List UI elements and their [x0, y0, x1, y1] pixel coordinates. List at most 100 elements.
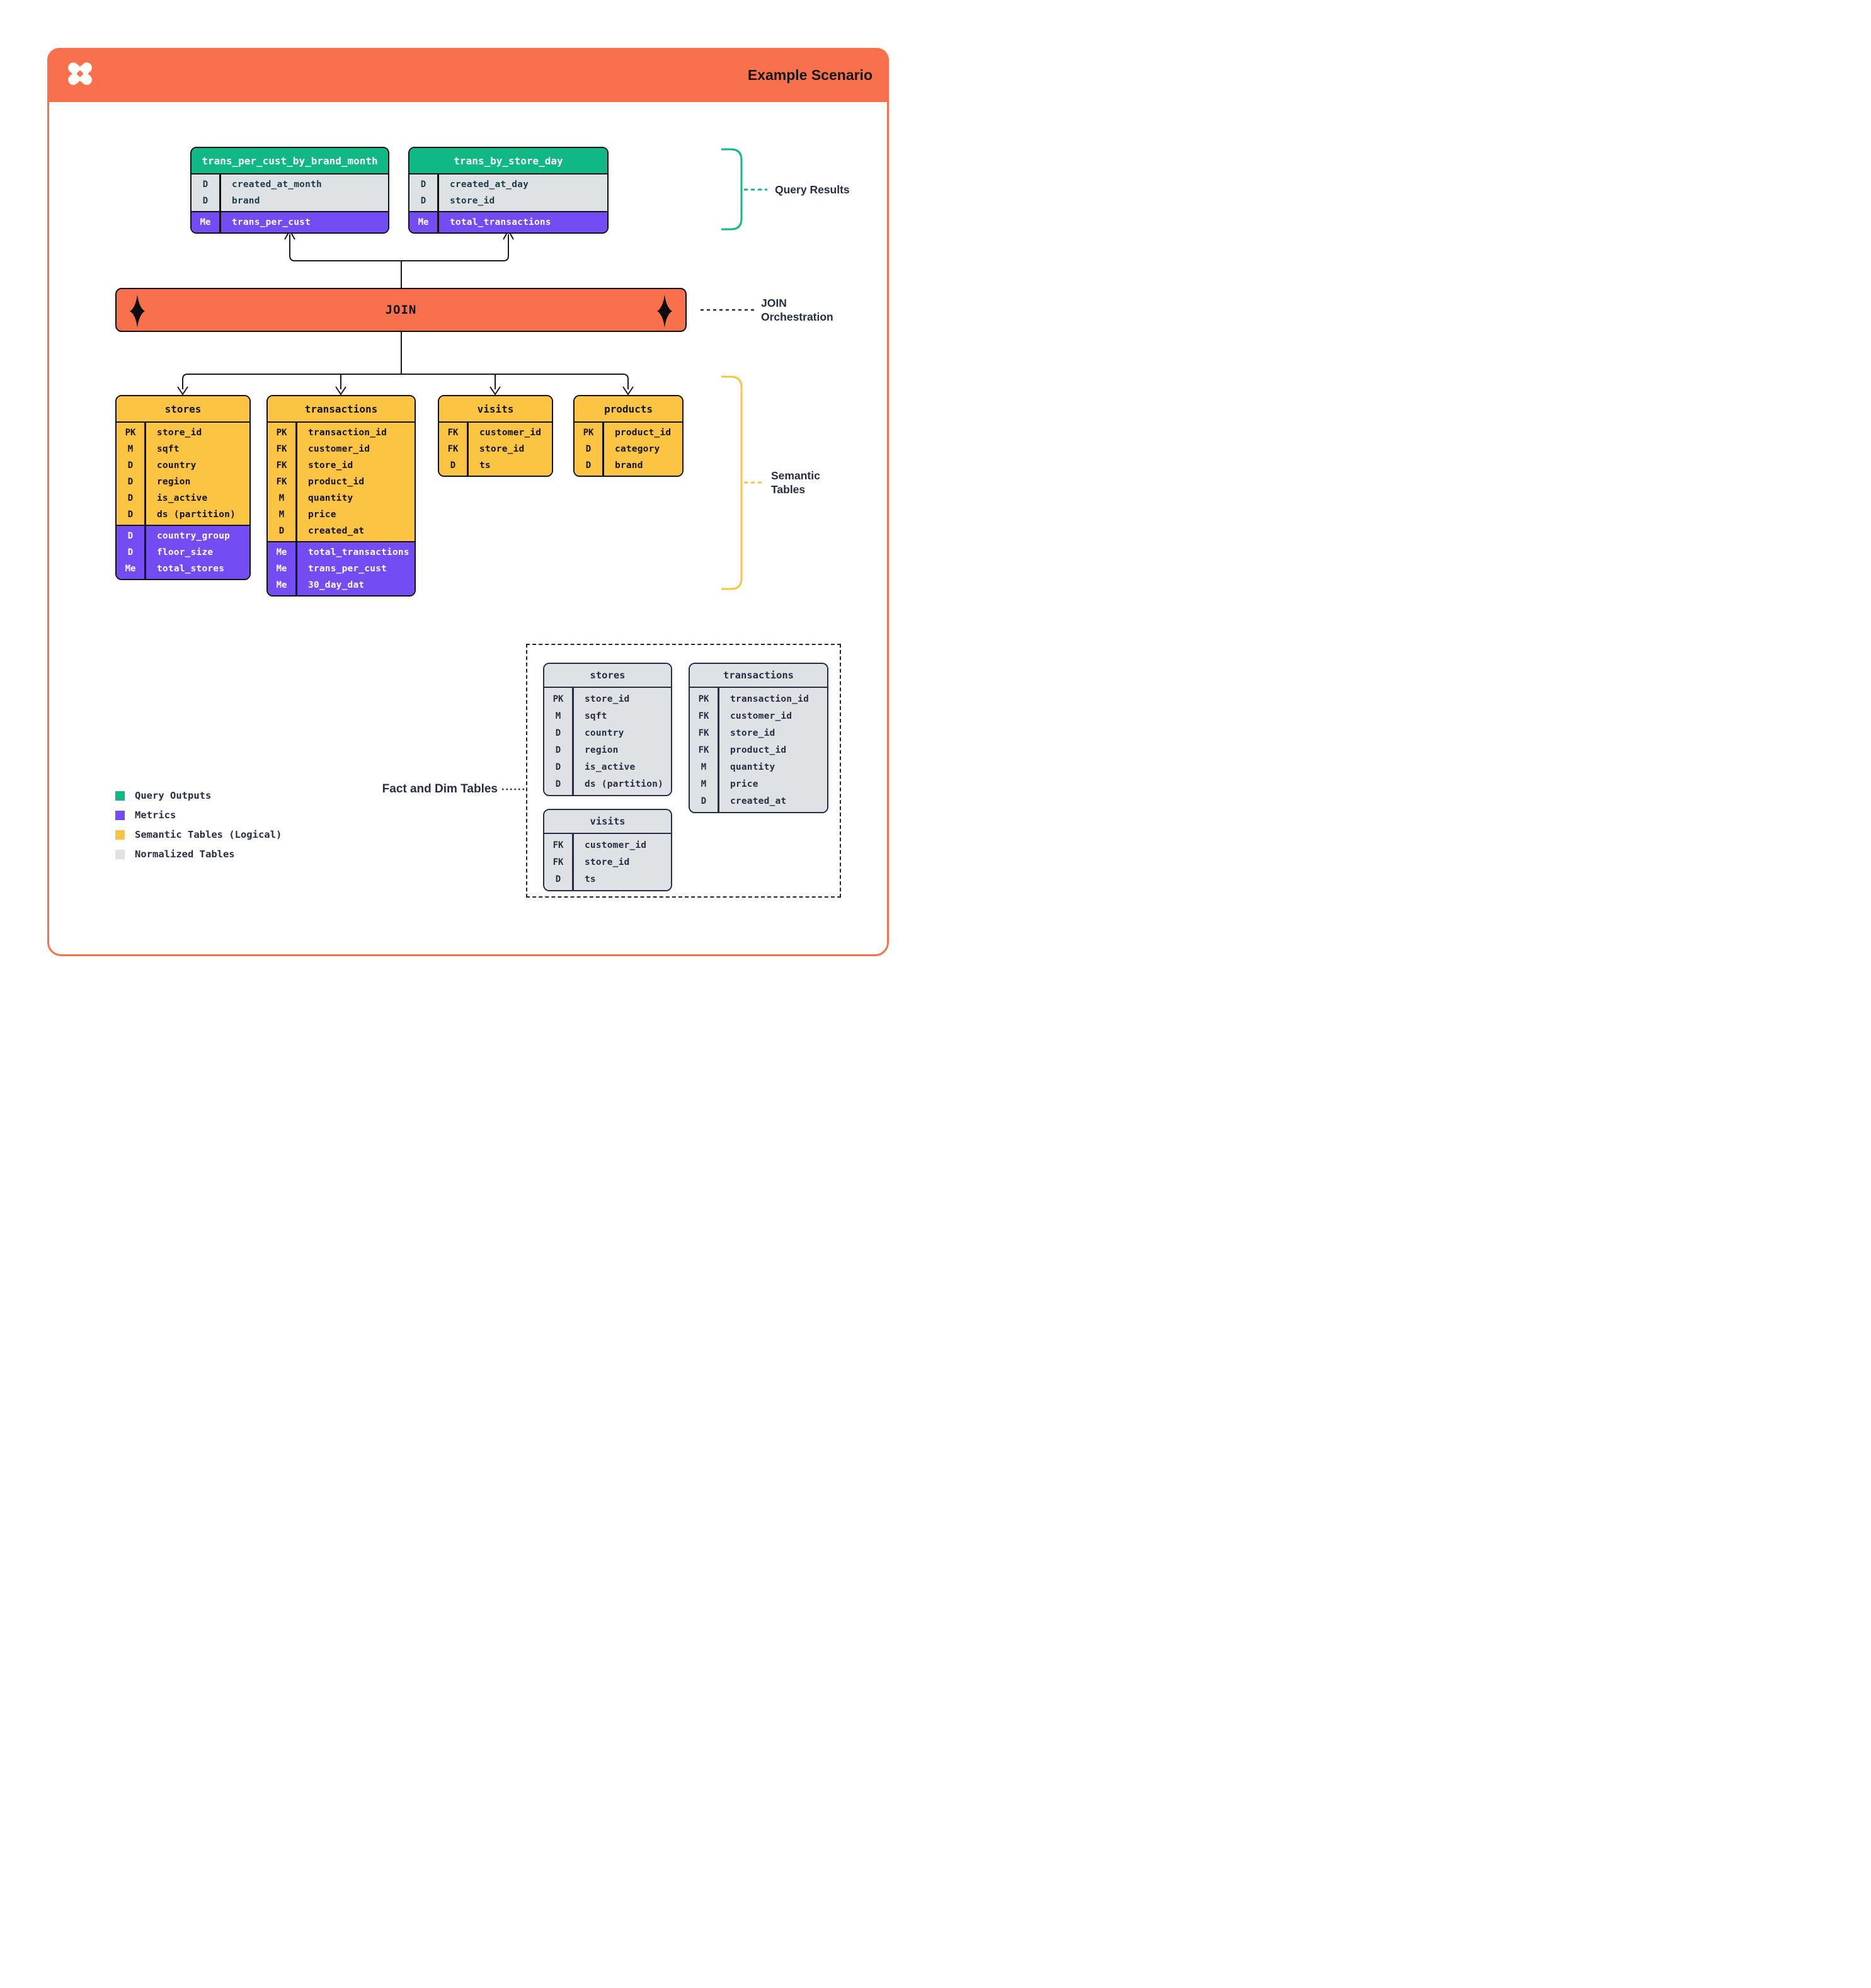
column-name: sqft [585, 711, 607, 721]
column-key: D [127, 493, 134, 503]
key-column-divider [467, 421, 469, 476]
column-name: category [615, 444, 660, 454]
table-section-metrics: Me total_transactions [409, 211, 607, 232]
column-key: M [555, 711, 561, 721]
column-key: PK [552, 694, 564, 704]
column-name: 30_day_dat [308, 580, 365, 590]
column-key: D [127, 547, 134, 557]
column-key: D [585, 460, 592, 471]
column-name: product_id [308, 477, 365, 487]
column-key: D [127, 460, 134, 471]
column-name: product_id [730, 745, 787, 755]
column-key: D [127, 477, 134, 487]
key-column-divider [718, 687, 719, 812]
column-key: D [420, 196, 426, 206]
diagram-page: Example Scenario [0, 0, 936, 994]
column-key: FK [552, 840, 564, 850]
column-key: M [701, 779, 707, 789]
column-key: FK [698, 745, 709, 755]
column-name: created_at_month [232, 180, 322, 190]
column-key: M [278, 510, 285, 520]
column-key: FK [276, 460, 287, 471]
column-key: D [585, 444, 592, 454]
table-row: FK product_id [690, 741, 827, 758]
column-name: country [585, 728, 624, 738]
column-key: D [202, 180, 209, 190]
column-key: D [555, 779, 561, 789]
key-column-divider [572, 687, 574, 795]
column-name: floor_size [157, 547, 214, 557]
column-key: FK [276, 477, 287, 487]
column-name: total_transactions [450, 217, 551, 227]
legend-swatch [115, 830, 125, 840]
column-name: is_active [585, 762, 636, 772]
column-key: Me [418, 217, 429, 227]
column-key: D [420, 180, 426, 190]
legend-label: Semantic Tables (Logical) [135, 829, 282, 840]
column-key: D [202, 196, 209, 206]
join-orchestration-line1: JOIN [761, 297, 787, 309]
column-name: ts [479, 460, 491, 471]
table-title: transactions [268, 396, 415, 421]
column-key: M [127, 444, 134, 454]
table-row: FK product_id [268, 474, 415, 490]
legend-label: Metrics [135, 809, 176, 821]
column-key: D [450, 460, 456, 471]
column-key: FK [698, 728, 709, 738]
column-name: ds (partition) [157, 510, 236, 520]
legend-item: Metrics [115, 809, 282, 821]
column-key: D [127, 531, 134, 541]
legend-item: Query Outputs [115, 790, 282, 801]
table-title: products [575, 396, 682, 421]
column-name: region [157, 477, 191, 487]
column-key: Me [276, 580, 287, 590]
column-key: FK [552, 857, 564, 867]
legend-item: Normalized Tables [115, 848, 282, 860]
column-name: country [157, 460, 197, 471]
table-row: Me total_transactions [409, 214, 607, 231]
column-key: PK [698, 694, 709, 704]
column-key: D [555, 874, 561, 884]
column-key: D [127, 510, 134, 520]
legend-label: Normalized Tables [135, 848, 235, 860]
column-key: Me [276, 564, 287, 574]
column-key: D [701, 796, 707, 806]
pinwheel-x-logo [64, 57, 96, 93]
column-key: Me [200, 217, 211, 227]
table-title: transactions [690, 664, 827, 687]
column-name: sqft [157, 444, 180, 454]
column-name: transaction_id [730, 694, 810, 704]
legend-swatch [115, 810, 125, 820]
column-key: PK [276, 428, 287, 438]
column-name: store_id [585, 694, 630, 704]
key-column-divider [437, 173, 439, 232]
table-row: PK transaction_id [690, 690, 827, 707]
